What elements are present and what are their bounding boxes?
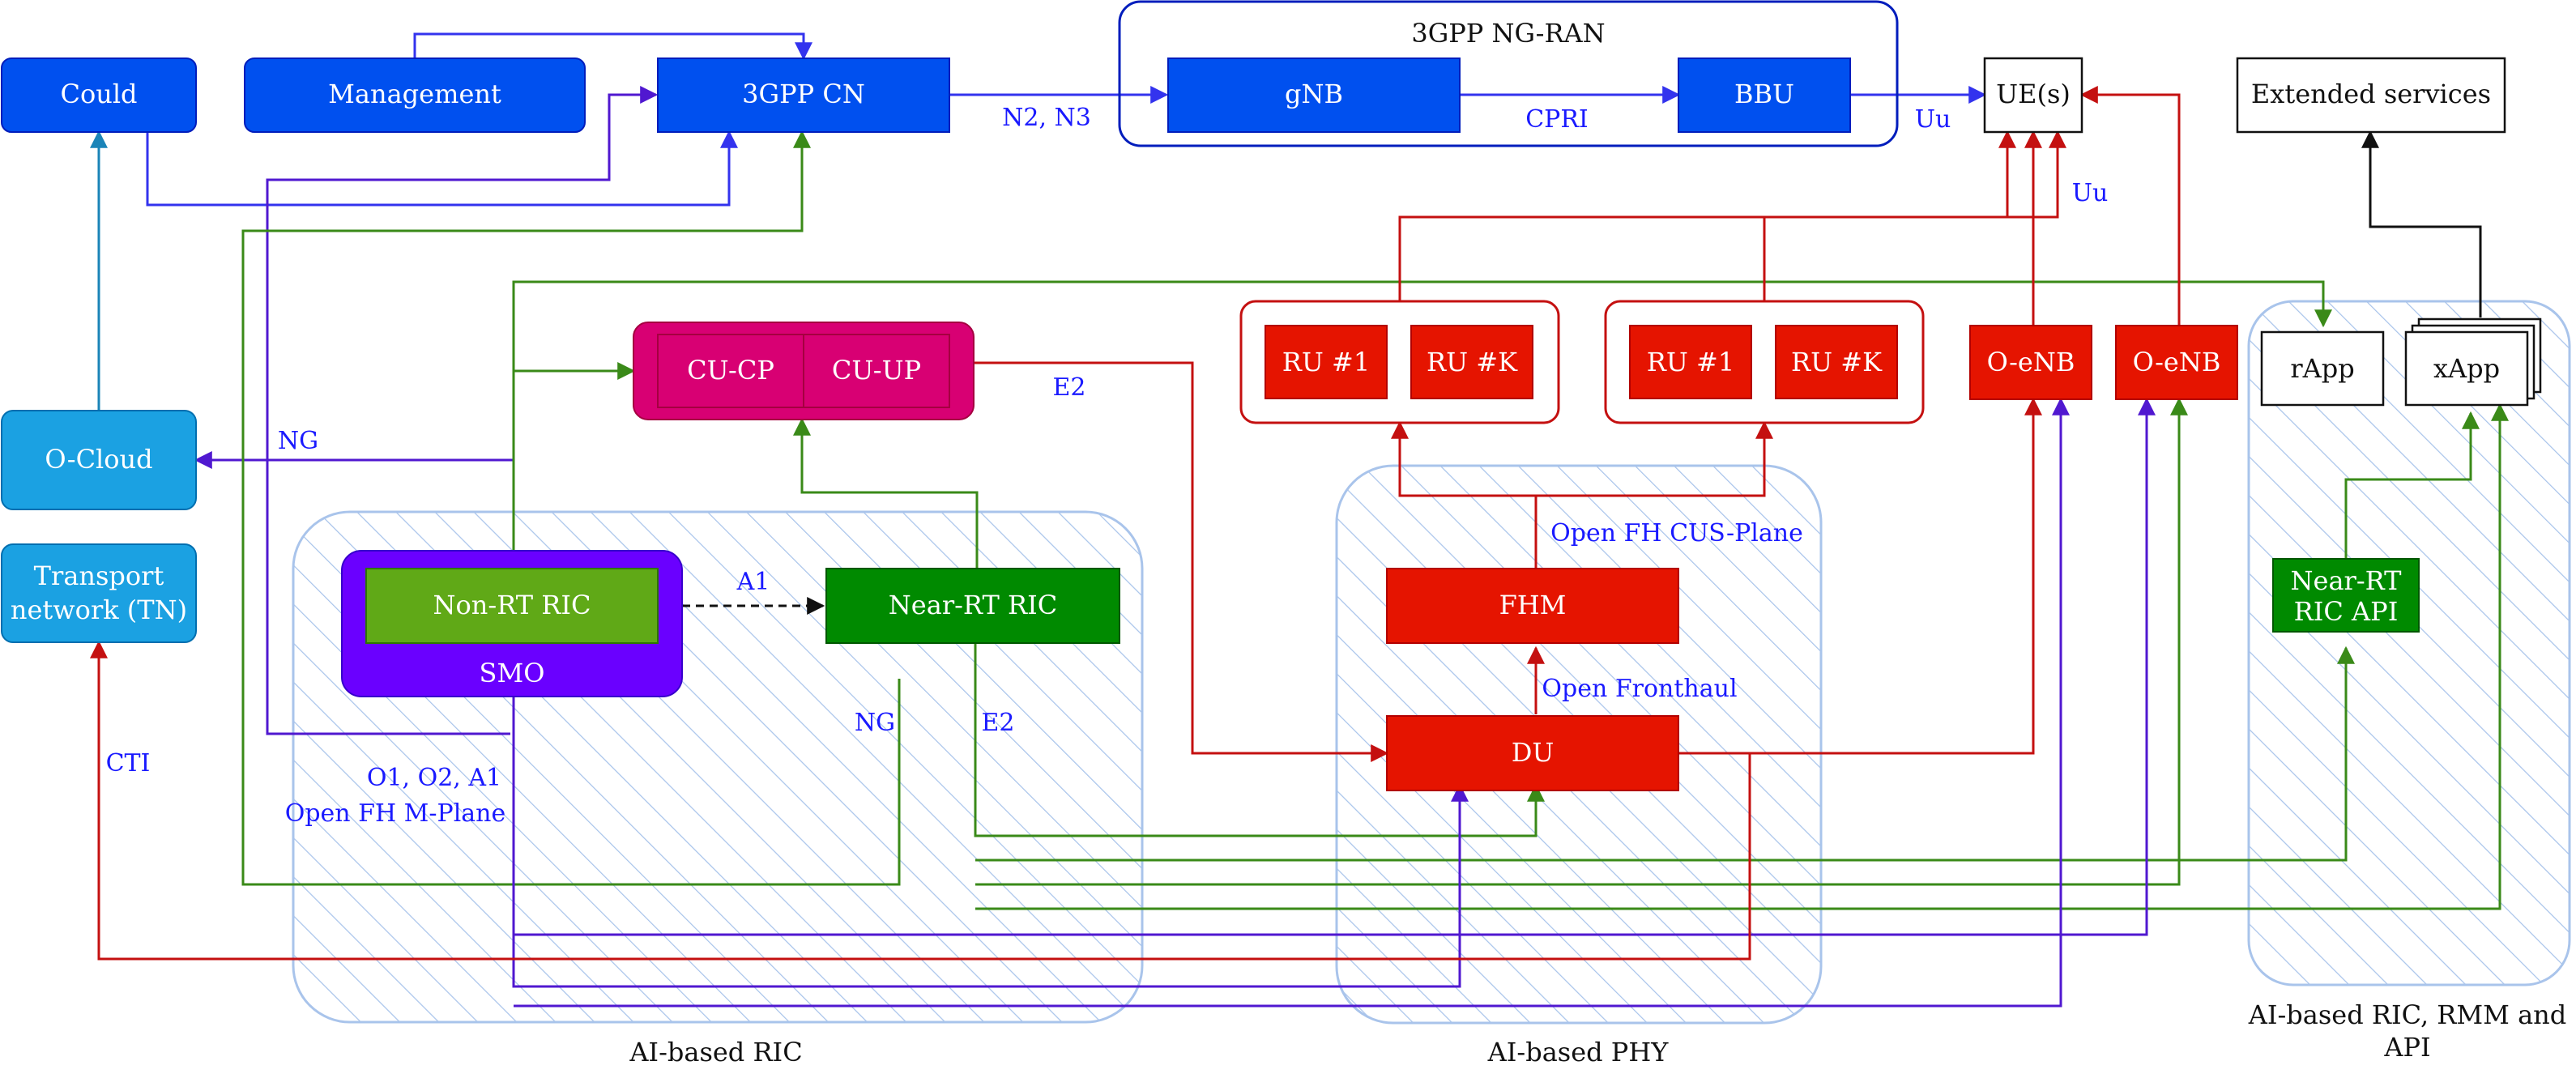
management-box[interactable]: Management: [244, 58, 586, 133]
conn-fhm-ru: [1391, 420, 1537, 569]
region-label-ai-rmm-line2: API: [2383, 1032, 2430, 1063]
bbu-label: BBU: [1734, 79, 1794, 109]
ue-box[interactable]: UE(s): [1983, 57, 2083, 134]
conn-xapp-extended: [2361, 130, 2482, 317]
ruka-label: RU #K: [1427, 347, 1518, 377]
cucp-label: CU-CP: [687, 355, 774, 386]
management-label: Management: [328, 79, 501, 109]
ngran-group: 3GPP NG-RAN: [1118, 0, 1899, 147]
xapp-box[interactable]: xApp: [2404, 317, 2542, 407]
label-cpri: CPRI: [1525, 105, 1589, 134]
cuup-label: CU-UP: [832, 355, 921, 386]
xapp-label: xApp: [2433, 353, 2500, 384]
region-label-ai-rmm-line1: AI-based RIC, RMM and: [2248, 999, 2567, 1030]
extended-services-label: Extended services: [2251, 79, 2491, 109]
conn-management-cn: [413, 32, 812, 61]
conn-smo-o1-cn: [266, 86, 659, 735]
nearapi-label-line2: RIC API: [2294, 596, 2399, 627]
conn-smo-oenb2: [514, 397, 2156, 936]
nearrt-ric-box[interactable]: Near-RT RIC: [825, 568, 1120, 644]
oenb2-label: O-eNB: [2133, 347, 2221, 377]
oenb-box-2[interactable]: O-eNB: [2115, 325, 2238, 400]
label-e2-cu: E2: [1053, 373, 1086, 402]
conn-cuup-du: [974, 361, 1389, 762]
connectors: [90, 32, 2509, 1008]
gnb-label: gNB: [1285, 79, 1343, 109]
conn-e2-nearapi: [975, 646, 2355, 862]
conn-smo-rapp: [512, 280, 2332, 551]
rapp-label: rApp: [2290, 353, 2354, 384]
ru-group-1[interactable]: RU #1 RU #K: [1239, 300, 1560, 424]
edge-labels: N2, N3 CPRI Uu Uu E2 NG A1 NG E2 CTI O1,…: [106, 104, 2109, 828]
conn-oenb2-ue: [2079, 86, 2181, 334]
ocloud-box[interactable]: O-Cloud: [1, 410, 197, 510]
label-n2n3: N2, N3: [1002, 104, 1091, 132]
nearapi-label-line1: Near-RT: [2291, 565, 2403, 596]
could-label: Could: [60, 79, 137, 109]
could-box[interactable]: Could: [1, 58, 197, 133]
conn-du-tn: [90, 640, 1751, 961]
conn-e2-oenb2: [975, 397, 2188, 886]
extended-services-box[interactable]: Extended services: [2236, 57, 2506, 134]
region-labels: AI-based RIC AI-based PHY AI-based RIC, …: [629, 999, 2566, 1067]
region-ai-ric-rmm-api: [2247, 300, 2571, 986]
conn-e2-xapp: [975, 403, 2509, 910]
conn-smo-du: [512, 697, 1469, 988]
oenb-box-1[interactable]: O-eNB: [1969, 325, 2092, 400]
label-ng-ocloud: NG: [278, 427, 318, 455]
ru1a-label: RU #1: [1282, 347, 1370, 377]
label-e2-nearrt: E2: [982, 709, 1015, 737]
oenb1-label: O-eNB: [1987, 347, 2075, 377]
du-box[interactable]: DU: [1386, 715, 1679, 791]
rukb-label: RU #K: [1791, 347, 1883, 377]
label-a1: A1: [736, 568, 770, 596]
label-openfh-cusplane: Open FH CUS-Plane: [1550, 519, 1803, 548]
cn-label: 3GPP CN: [742, 79, 865, 109]
conn-e2-du: [974, 640, 1545, 837]
label-uu-bbu: Uu: [1915, 105, 1951, 134]
region-label-ai-ric: AI-based RIC: [629, 1037, 802, 1067]
gnb-box[interactable]: gNB: [1167, 58, 1461, 133]
rapp-box[interactable]: rApp: [2260, 330, 2385, 407]
region-label-ai-phy: AI-based PHY: [1487, 1037, 1670, 1067]
conn-ru-ue-a: [1398, 130, 2016, 301]
nearrt-label: Near-RT RIC: [889, 590, 1057, 620]
ru-group-2[interactable]: RU #1 RU #K: [1604, 300, 1925, 424]
ocloud-label: O-Cloud: [45, 444, 152, 475]
conn-nearrt-cuup: [793, 417, 979, 569]
conn-nearapi-xapp: [2344, 411, 2480, 559]
fhm-label: FHM: [1499, 590, 1567, 620]
ru1b-label: RU #1: [1647, 347, 1734, 377]
smo-box[interactable]: Non-RT RIC SMO: [341, 550, 683, 697]
du-label: DU: [1512, 737, 1555, 768]
transport-network-box[interactable]: Transport network (TN): [1, 543, 197, 643]
conn-nearrt-cn: [241, 130, 901, 886]
conn-du-oenb1: [1678, 397, 2042, 755]
bbu-box[interactable]: BBU: [1678, 58, 1851, 133]
nearrt-ric-api-box[interactable]: Near-RT RIC API: [2272, 558, 2420, 633]
label-open-fronthaul: Open Fronthaul: [1542, 675, 1737, 703]
smo-label: SMO: [480, 658, 545, 688]
fhm-box[interactable]: FHM: [1386, 568, 1679, 644]
label-ng-nearrt: NG: [855, 709, 895, 737]
nonrt-label: Non-RT RIC: [433, 590, 591, 620]
ue-label: UE(s): [1996, 79, 2071, 109]
conn-ru-ue-c: [2007, 130, 2066, 219]
tn-label-line1: Transport: [34, 560, 164, 591]
label-o1o2a1: O1, O2, A1: [367, 764, 501, 792]
ngran-label: 3GPP NG-RAN: [1411, 18, 1605, 49]
cu-box[interactable]: CU-CP CU-UP: [633, 322, 975, 420]
conn-could-cn: [146, 130, 738, 207]
cn-box[interactable]: 3GPP CN: [657, 58, 950, 133]
label-uu-ru: Uu: [2072, 179, 2109, 207]
tn-label-line2: network (TN): [11, 594, 187, 625]
label-cti: CTI: [106, 749, 151, 778]
conn-fhm-ru2: [1536, 420, 1773, 497]
conn-smo-oenb1: [514, 397, 2070, 1008]
label-openfh-mplane: Open FH M-Plane: [285, 799, 506, 828]
